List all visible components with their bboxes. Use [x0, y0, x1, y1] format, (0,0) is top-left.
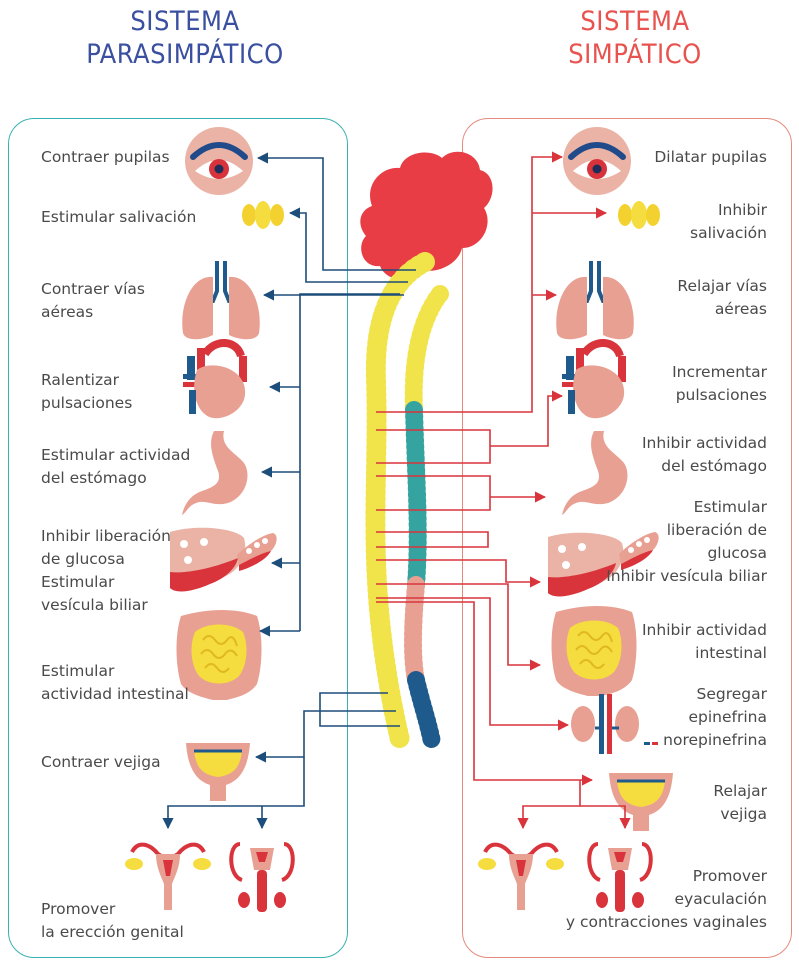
sympathetic-bladder-icon [609, 773, 673, 831]
parasympathetic-male-reproductive-icon [231, 844, 293, 912]
sympathetic-heart-icon [562, 343, 626, 418]
spinal-cord-icon [375, 262, 440, 742]
label-contraer-vias-aereas: Contraer vías aéreas [41, 278, 145, 324]
label-ralentizar-pulsaciones: Ralentizar pulsaciones [41, 369, 132, 415]
parasympathetic-lungs-icon [182, 261, 260, 339]
parasympathetic-intestine-icon [177, 610, 262, 700]
parasympathetic-eye-icon [185, 127, 253, 195]
label-promover-eyaculacion: Promover eyaculación y contracciones vag… [566, 865, 767, 934]
label-estimular-actividad-intestinal: Estimular actividad intestinal [41, 660, 189, 706]
label-contraer-pupilas: Contraer pupilas [41, 146, 170, 169]
parasympathetic-stomach-icon [182, 431, 247, 515]
label-inhibir-salivacion: Inhibir salivación [690, 199, 767, 245]
label-dilatar-pupilas: Dilatar pupilas [654, 146, 767, 169]
parasympathetic-liver-icon [170, 528, 245, 592]
sympathetic-salivary-gland-icon [618, 201, 660, 229]
label-estimular-salivacion: Estimular salivación [41, 206, 196, 229]
label-relajar-vejiga: Relajar vejiga [713, 780, 767, 826]
label-incrementar-pulsaciones: Incrementar pulsaciones [672, 361, 767, 407]
sympathetic-lungs-icon [556, 261, 634, 339]
label-relajar-vias-aereas: Relajar vías aéreas [677, 275, 767, 321]
label-inhibir-glucosa-vesicula: Inhibir liberación de glucosa Estimular … [41, 525, 171, 617]
parasympathetic-bladder-icon [186, 743, 250, 801]
label-inhibir-actividad-intestinal: Inhibir actividad intestinal [642, 619, 767, 665]
sympathetic-eye-icon [563, 127, 631, 195]
label-estimular-glucosa-inhibir-vesicula: Estimular liberación de glucosa Inhibir … [606, 496, 767, 588]
epinephrine-marker [644, 742, 658, 745]
label-inhibir-actividad-estomago: Inhibir actividad del estómago [642, 432, 767, 478]
label-contraer-vejiga: Contraer vejiga [41, 751, 161, 774]
sympathetic-intestine-icon [552, 606, 637, 696]
label-estimular-actividad-estomago: Estimular actividad del estómago [41, 444, 190, 490]
label-segregar-epinefrina: Segregar epinefrina norepinefrina [663, 683, 767, 752]
label-promover-ereccion: Promover la erección genital [41, 898, 184, 944]
parasympathetic-salivary-gland-icon [242, 201, 284, 229]
parasympathetic-heart-icon [183, 343, 247, 418]
sympathetic-kidney-icon [571, 694, 639, 754]
sympathetic-female-reproductive-icon [478, 845, 564, 910]
